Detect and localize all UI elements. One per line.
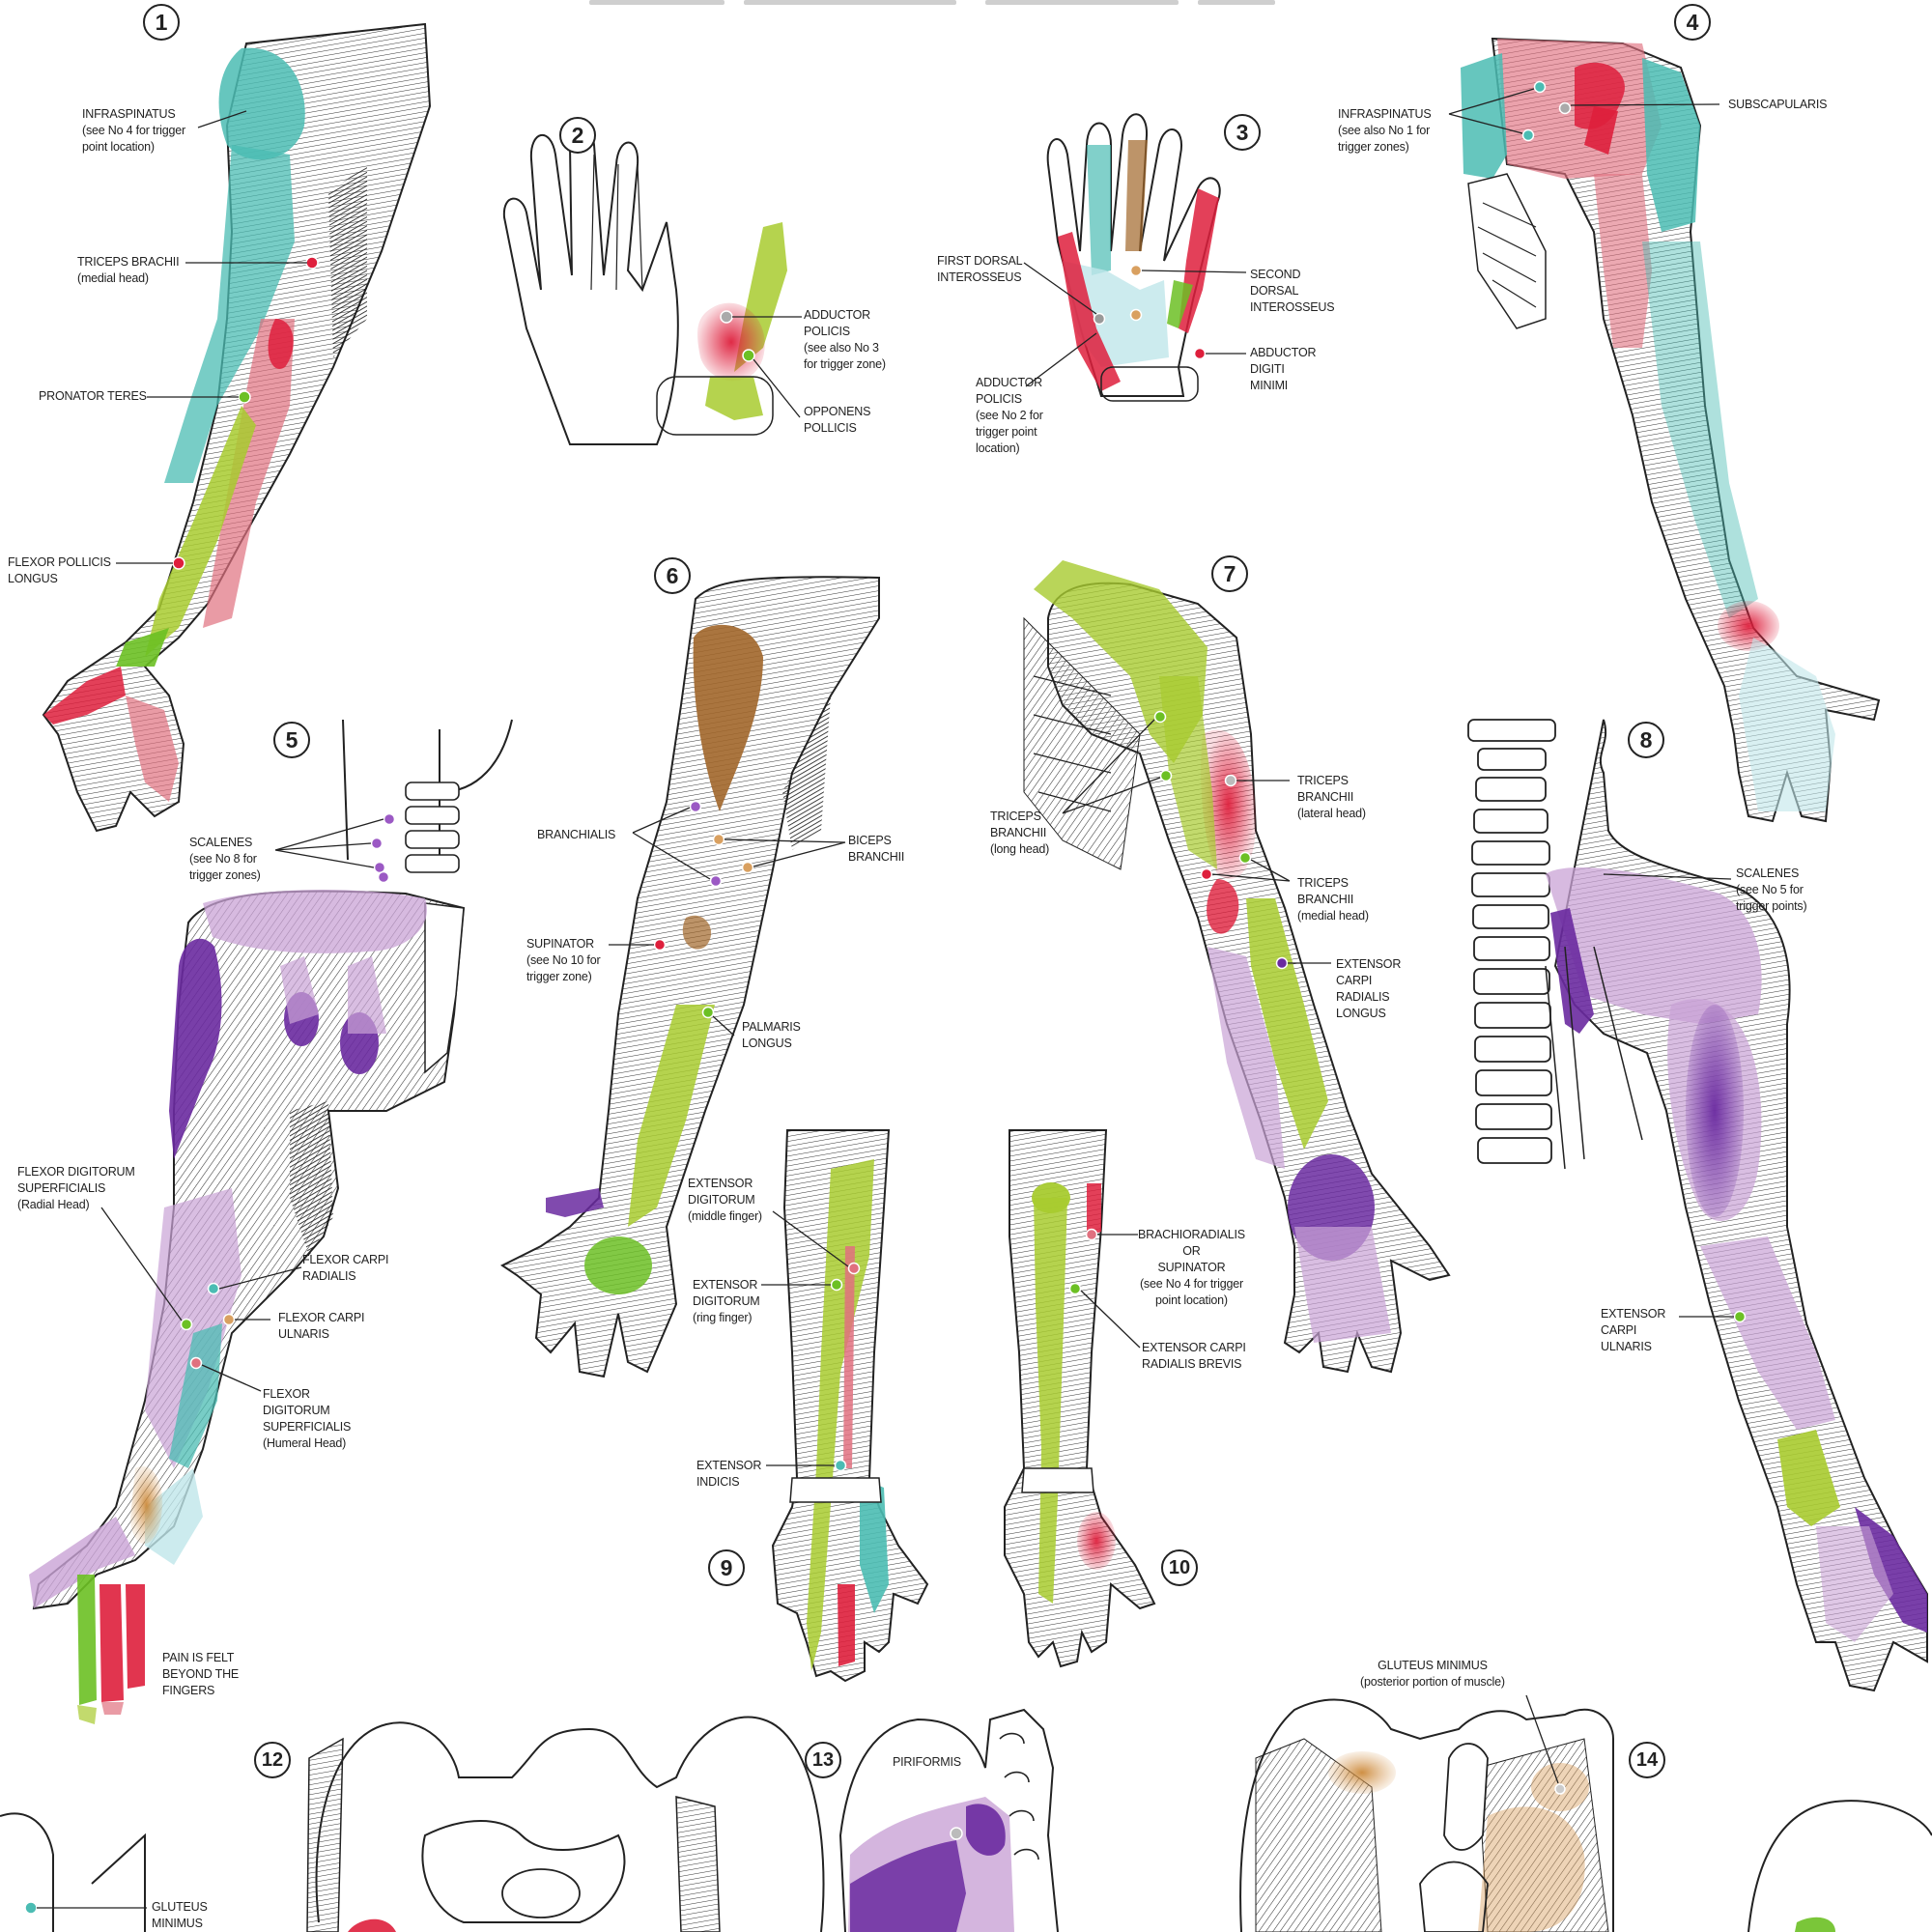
title-remnant bbox=[580, 0, 1314, 8]
label-extensor-carpi-ulnaris: EXTENSOR CARPI ULNARIS bbox=[1601, 1307, 1666, 1353]
figure-number-13: 13 bbox=[805, 1742, 841, 1778]
label-triceps-brachii: TRICEPS BRACHII (medial head) bbox=[77, 255, 180, 285]
label-adductor-policis: ADDUCTOR POLICIS (see also No 3 for trig… bbox=[804, 308, 886, 371]
label-branchialis: BRANCHIALIS bbox=[537, 828, 616, 841]
figure-4-arm bbox=[1448, 37, 1881, 823]
label-extensor-digitorum-middle: EXTENSOR DIGITORUM (middle finger) bbox=[688, 1177, 762, 1223]
label-flexor-carpi-radialis: FLEXOR CARPI RADIALIS bbox=[302, 1253, 389, 1283]
label-flexor-digitorum-radial: FLEXOR DIGITORUM SUPERFICIALIS (Radial H… bbox=[17, 1165, 135, 1211]
figure-5-arm bbox=[29, 719, 513, 1724]
label-triceps-lateral: TRICEPS BRANCHII (lateral head) bbox=[1297, 774, 1366, 820]
label-piriformis: PIRIFORMIS bbox=[893, 1755, 961, 1769]
figure-9-forearm bbox=[761, 1129, 929, 1683]
label-abductor-digiti-minimi: ABDUCTOR DIGITI MINIMI bbox=[1250, 346, 1317, 392]
figure-number-2: 2 bbox=[559, 117, 596, 154]
label-gluteus-minimus-14: GLUTEUS MINIMUS (posterior portion of mu… bbox=[1360, 1659, 1505, 1689]
figure-number-7: 7 bbox=[1211, 555, 1248, 592]
label-second-dorsal-interosseus: SECOND DORSAL INTEROSSEUS bbox=[1250, 268, 1335, 314]
label-infraspinatus-4: INFRASPINATUS (see also No 1 for trigger… bbox=[1338, 107, 1432, 154]
figure-10-forearm bbox=[1004, 1129, 1156, 1668]
label-extensor-carpi-radialis-brevis: EXTENSOR CARPI RADIALIS BREVIS bbox=[1142, 1341, 1246, 1371]
label-first-dorsal-interosseus: FIRST DORSAL INTEROSSEUS bbox=[937, 254, 1023, 284]
label-supinator: SUPINATOR (see No 10 for trigger zone) bbox=[526, 937, 601, 983]
figure-number-4: 4 bbox=[1674, 4, 1711, 41]
label-palmaris-longus: PALMARIS LONGUS bbox=[742, 1020, 801, 1050]
figure-14-pelvis bbox=[1239, 1694, 1932, 1932]
figure-number-8: 8 bbox=[1628, 722, 1664, 758]
figure-1-arm bbox=[42, 22, 432, 833]
figure-13-pelvis bbox=[838, 1708, 1059, 1932]
label-opponens-pollicis: OPPONENS POLLICIS bbox=[804, 405, 871, 435]
label-scalenes-5: SCALENES (see No 8 for trigger zones) bbox=[189, 836, 261, 882]
label-flexor-carpi-ulnaris: FLEXOR CARPI ULNARIS bbox=[278, 1311, 365, 1341]
figure-3-hand bbox=[1023, 113, 1247, 402]
label-scalenes-8: SCALENES (see No 5 for trigger points) bbox=[1736, 867, 1807, 913]
label-triceps-medial: TRICEPS BRANCHII (medial head) bbox=[1297, 876, 1369, 923]
label-brachioradialis-supinator: BRACHIORADIALIS OR SUPINATOR (see No 4 f… bbox=[1138, 1228, 1245, 1307]
label-triceps-long: TRICEPS BRANCHII (long head) bbox=[990, 810, 1050, 856]
figure-number-10: 10 bbox=[1161, 1549, 1198, 1586]
label-pain-beyond-fingers: PAIN IS FELT BEYOND THE FINGERS bbox=[162, 1651, 240, 1697]
figure-number-12: 12 bbox=[254, 1742, 291, 1778]
label-extensor-carpi-radialis-longus: EXTENSOR CARPI RADIALIS LONGUS bbox=[1336, 957, 1402, 1020]
label-flexor-digitorum-humeral: FLEXOR DIGITORUM SUPERFICIALIS (Humeral … bbox=[263, 1387, 352, 1450]
label-infraspinatus: INFRASPINATUS (see No 4 for trigger poin… bbox=[82, 107, 185, 154]
figure-8-arm bbox=[1467, 719, 1928, 1692]
figure-number-14: 14 bbox=[1629, 1742, 1665, 1778]
label-subscapularis: SUBSCAPULARIS bbox=[1728, 98, 1828, 111]
label-adductor-policis-3: ADDUCTOR POLICIS (see No 2 for trigger p… bbox=[976, 376, 1043, 455]
label-gluteus-minimus-12: GLUTEUS MINIMUS bbox=[152, 1900, 208, 1930]
label-extensor-digitorum-ring: EXTENSOR DIGITORUM (ring finger) bbox=[693, 1278, 760, 1324]
figure-7-arm bbox=[1023, 560, 1451, 1374]
label-biceps-branchii: BICEPS BRANCHII bbox=[848, 834, 905, 864]
figure-number-1: 1 bbox=[143, 4, 180, 41]
figure-number-6: 6 bbox=[654, 557, 691, 594]
figure-number-5: 5 bbox=[273, 722, 310, 758]
figure-6-arm bbox=[500, 576, 880, 1378]
figure-2-hand bbox=[502, 122, 802, 445]
label-extensor-indicis: EXTENSOR INDICIS bbox=[696, 1459, 762, 1489]
label-flexor-pollicis-longus: FLEXOR POLLICIS LONGUS bbox=[8, 555, 111, 585]
figure-12-pelvis bbox=[0, 1716, 825, 1932]
figure-number-3: 3 bbox=[1224, 114, 1261, 151]
label-pronator-teres: PRONATOR TERES bbox=[39, 389, 147, 403]
figure-number-9: 9 bbox=[708, 1549, 745, 1586]
